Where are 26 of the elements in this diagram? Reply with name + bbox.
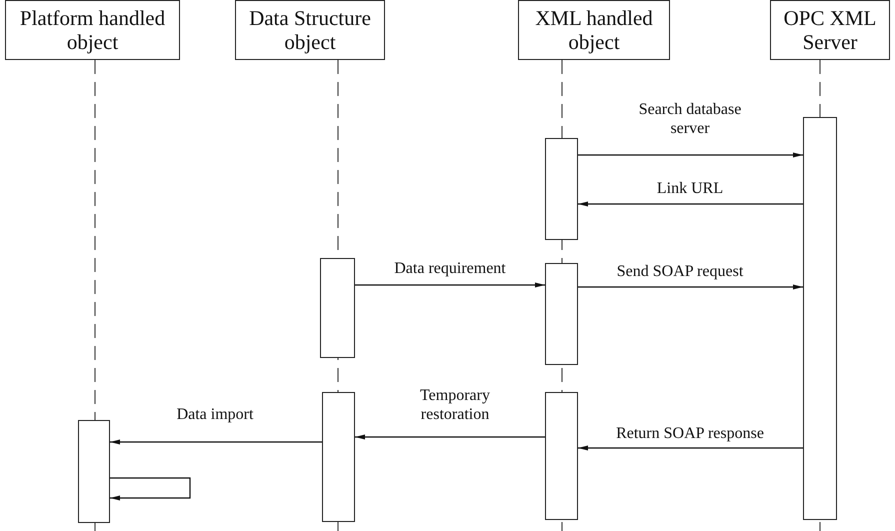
self-message-arrow [110,477,191,500]
activation-bar [803,117,837,520]
message-arrow [578,152,803,158]
object-box: Platform handled object [5,0,180,60]
activation-bar [545,392,578,520]
activation-bar [545,263,578,365]
message-arrow [578,284,803,290]
message-label: Search database server [638,100,742,138]
message-label: Data import [176,405,254,424]
message-arrow [578,202,803,206]
message-arrow [578,446,803,450]
object-box: Data Structure object [235,0,385,60]
message-label: Return SOAP response [616,424,764,443]
message-arrow [355,282,545,288]
message-label: Link URL [656,179,724,198]
object-box: XML handled object [518,0,670,60]
activation-bar [78,420,110,523]
message-label: Temporary restoration [419,386,491,424]
activation-bar [320,258,355,358]
activation-bar [322,392,355,522]
message-arrow [355,434,545,440]
activation-bar [545,138,578,240]
object-box: OPC XML Server [770,0,890,60]
message-label: Data requirement [394,259,506,278]
message-label: Send SOAP request [616,262,744,281]
message-arrow [110,440,322,444]
